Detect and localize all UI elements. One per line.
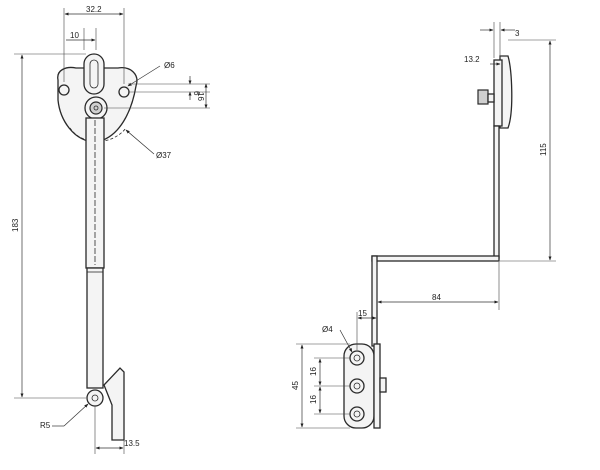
dim-side-height: 115: [539, 143, 548, 156]
mounting-hole-right: [118, 86, 130, 98]
dim-hole-pitch: 16: [196, 92, 205, 101]
side-plate: [499, 55, 513, 129]
dim-end-width: 13.5: [124, 439, 140, 448]
side-bolt-shank: [487, 93, 495, 103]
dim-side-gap: 3: [515, 29, 520, 38]
side-rod-lower: [371, 255, 378, 347]
dim-hole-diameter: Ø6: [164, 61, 175, 70]
pivot-center: [93, 105, 99, 111]
mounting-hole-left: [58, 84, 70, 96]
foot-hole-mid: [349, 378, 365, 394]
dim-foot-hole-diameter: Ø4: [322, 325, 333, 334]
dim-side-offset: 13.2: [464, 55, 480, 64]
pivot-bolt: [89, 101, 103, 115]
dim-hole-gap: 6: [192, 91, 201, 96]
dim-foot-height: 45: [291, 381, 300, 390]
slot: [89, 59, 99, 89]
front-dimensions: 32.2 10 Ø6 6 16 Ø37 183 R5 13.5: [11, 5, 210, 454]
dim-end-radius: R5: [40, 421, 51, 430]
foot-flange: [373, 343, 381, 429]
foot-tab: [379, 377, 387, 393]
dim-total-width: 32.2: [86, 5, 102, 14]
front-view: [57, 53, 138, 441]
arm-lower: [86, 267, 104, 389]
side-plate-face: [493, 59, 503, 127]
dim-slot-offset: 10: [70, 31, 79, 40]
foot-hole-top: [349, 350, 365, 366]
side-bolt-head: [477, 89, 489, 105]
end-bracket: [103, 367, 125, 441]
side-rod-horizontal: [371, 255, 500, 262]
dim-side-depth: 84: [432, 293, 441, 302]
slot-lug: [83, 53, 105, 95]
foot-hole-bottom: [349, 406, 365, 422]
side-view: [343, 55, 513, 429]
dim-foot-pitch-1: 16: [309, 367, 318, 376]
dim-plate-diameter: Ø37: [156, 151, 172, 160]
end-hole: [86, 389, 104, 407]
side-rod-vertical: [493, 125, 500, 259]
dim-foot-offset: 15: [358, 309, 367, 318]
dim-foot-pitch-2: 16: [309, 395, 318, 404]
dim-arm-length: 183: [11, 218, 20, 232]
side-dimensions: 3 13.2 115 84 15 Ø4 16 16 45: [291, 22, 556, 429]
